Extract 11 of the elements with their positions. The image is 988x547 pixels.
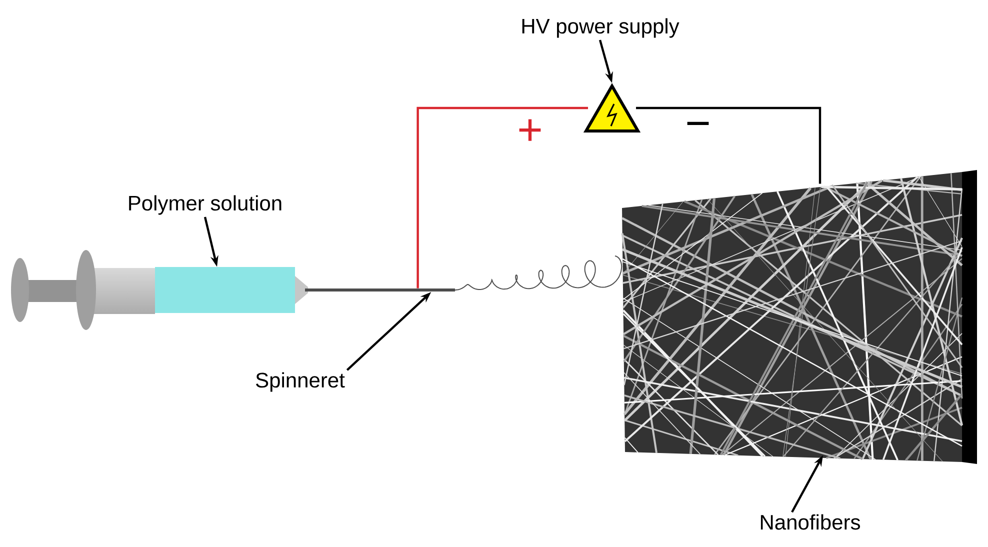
wire xyxy=(636,106,822,184)
needle xyxy=(305,288,455,292)
nanofiber-mat-drawing xyxy=(621,170,977,464)
wire xyxy=(416,106,588,288)
polarity-sign: + xyxy=(519,119,541,141)
label-text: Spinneret xyxy=(256,372,345,392)
label-text: Polymer solution xyxy=(129,195,282,215)
polymer-solution xyxy=(155,267,295,313)
polarity-sign: − xyxy=(687,122,709,126)
label-text: Nanofibers xyxy=(760,514,860,530)
label-text: HV power supply xyxy=(522,18,680,38)
